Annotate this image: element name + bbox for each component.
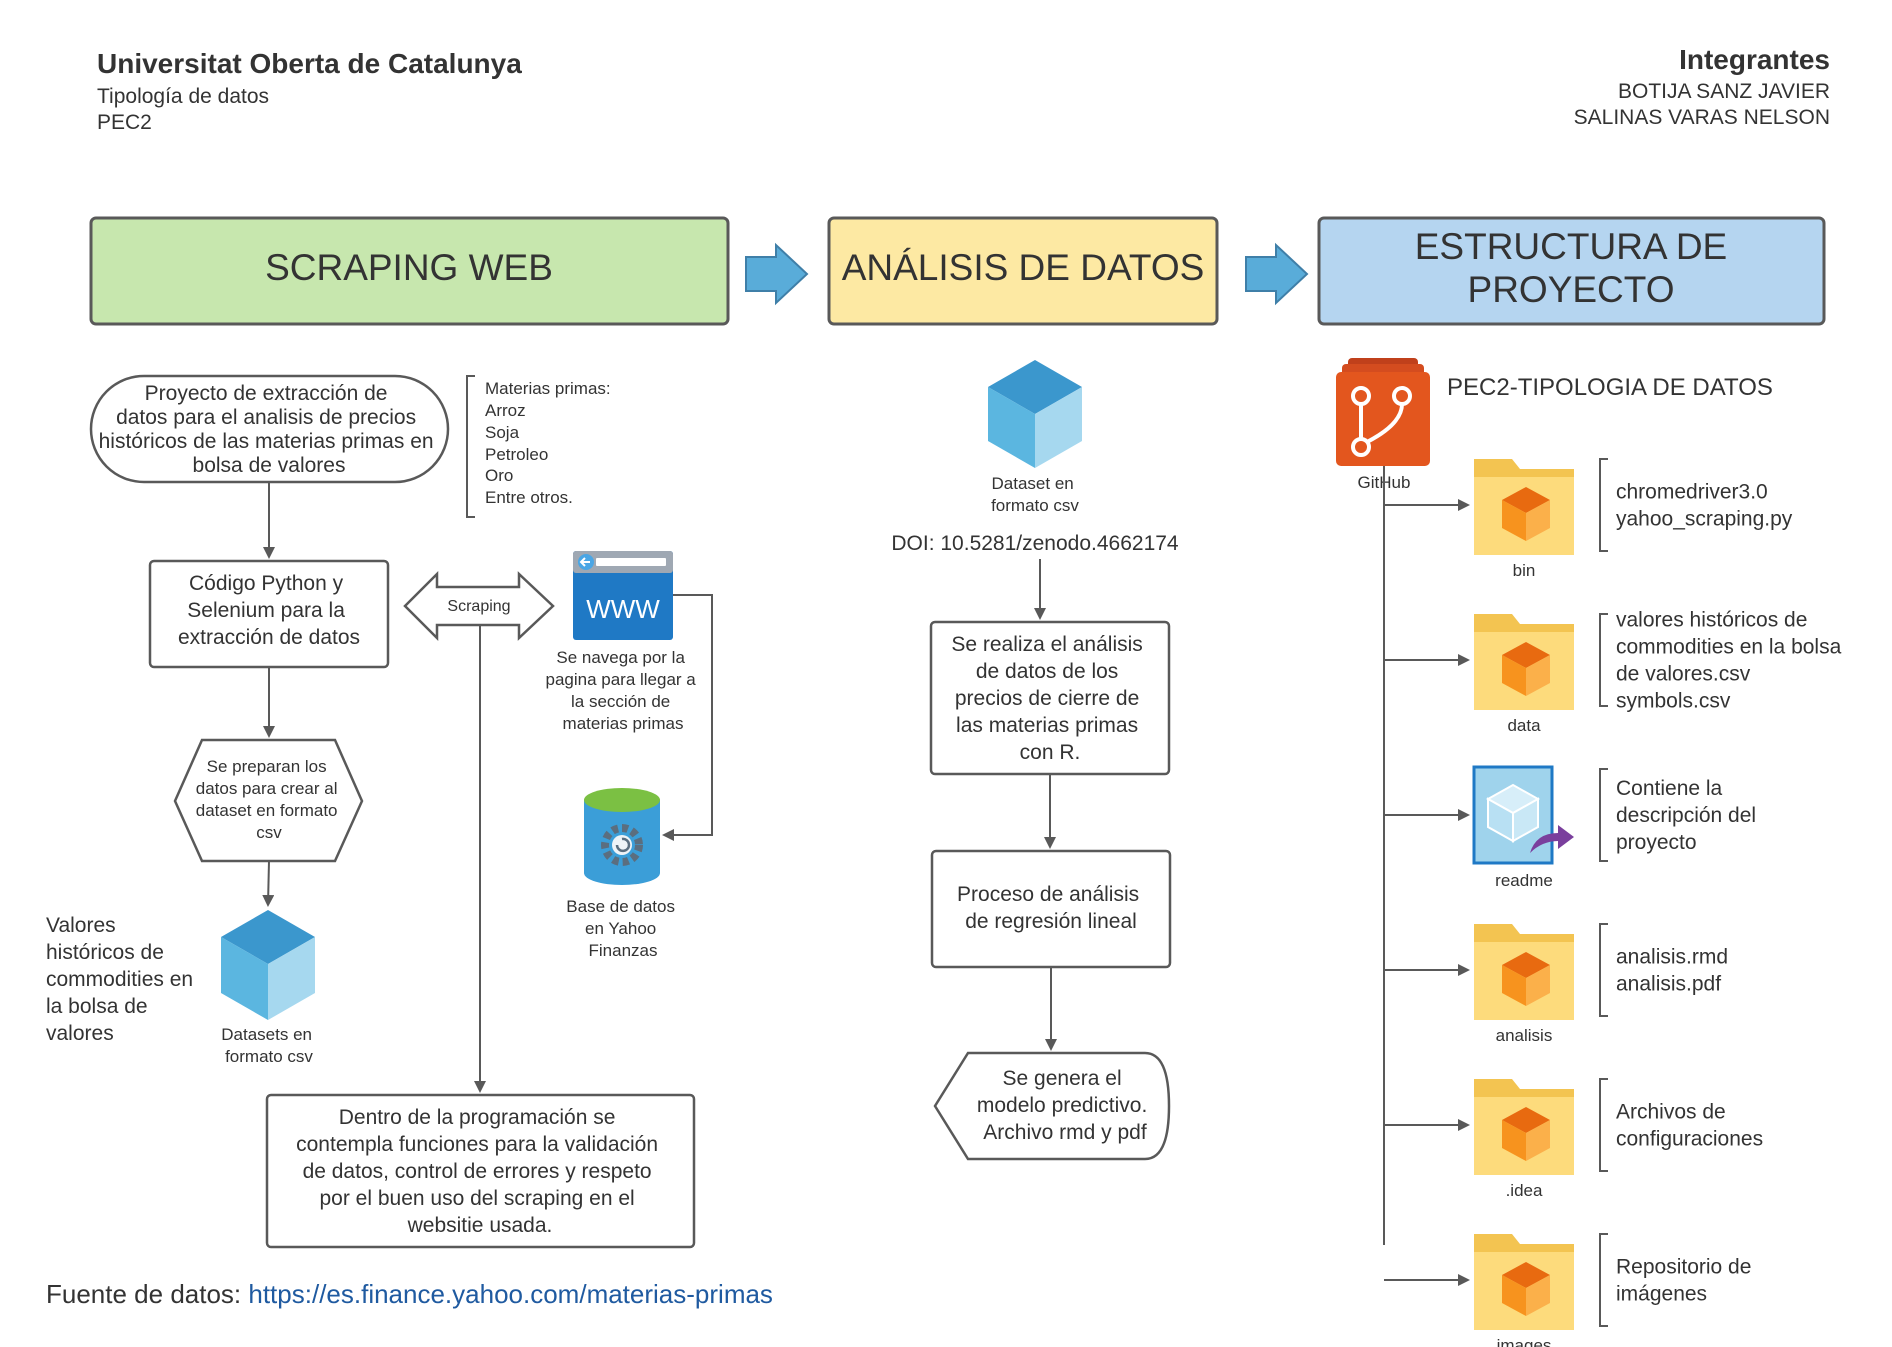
folder-icon[interactable] [1474, 924, 1574, 1020]
stage-scraping-label: SCRAPING WEB [265, 247, 553, 288]
programacion-node: Dentro de la programación se contempla f… [265, 1093, 696, 1249]
materias-annotation: Materias primas: Arroz Soja Petroleo Oro… [466, 375, 615, 518]
regresion-text: Proceso de análisis de regresión lineal [957, 883, 1145, 933]
fuente-label: Fuente de datos: [46, 1279, 248, 1309]
folder-desc-bracket [1599, 458, 1608, 552]
folder-desc-bracket [1599, 613, 1608, 707]
navega-text: Se navega por la pagina para llegar a la… [545, 648, 700, 733]
flow-arrow-www-to-db [662, 594, 713, 841]
fuente-text: Fuente de datos: https://es.finance.yaho… [46, 1279, 773, 1309]
folder-name: images [1497, 1336, 1552, 1347]
members-title: Integrantes [1679, 44, 1830, 75]
www-icon: WWW [573, 551, 673, 640]
project-description-node: Proyecto de extracción de datos para el … [89, 374, 450, 484]
stage-estructura-label-1: ESTRUCTURA DE [1415, 226, 1727, 267]
folder-icon[interactable] [1474, 1234, 1574, 1330]
materias-list: Materias primas: Arroz Soja Petroleo Oro… [485, 379, 615, 507]
analisis-dataset-cube-icon [988, 360, 1082, 468]
folder-name: bin [1513, 561, 1536, 580]
prepare-dataset-node: Se preparan los datos para crear al data… [173, 738, 364, 863]
folder-desc-bracket [1599, 1078, 1608, 1172]
stage-analisis-label: ANÁLISIS DE DATOS [842, 247, 1205, 288]
datasets-cube-icon [221, 910, 315, 1020]
folder-icon[interactable] [1474, 459, 1574, 555]
valores-historicos-text: Valores históricos de commodities en la … [46, 914, 199, 1045]
folder-icon[interactable] [1474, 614, 1574, 710]
scraping-double-arrow: Scraping [403, 570, 555, 642]
header-right: Integrantes BOTIJA SANZ JAVIER SALINAS V… [1574, 44, 1830, 129]
regresion-node: Proceso de análisis de regresión lineal [930, 849, 1172, 969]
flow-arrow-prepare-to-datasets [262, 860, 275, 907]
scraping-label: Scraping [447, 598, 510, 615]
folder-desc-bracket [1599, 768, 1608, 862]
folder-name: data [1507, 716, 1541, 735]
base-datos-text: Base de datos en Yahoo Finanzas [566, 897, 679, 960]
folder-icon[interactable] [1474, 1079, 1574, 1175]
folder-desc-bracket [1599, 923, 1608, 1017]
datasets-label: Datasets en formato csv [221, 1025, 316, 1066]
subject-label: Tipología de datos [97, 85, 269, 108]
github-icon [1336, 358, 1430, 466]
fuente-url-link[interactable]: https://es.finance.yahoo.com/materias-pr… [248, 1279, 773, 1309]
stage-arrow-2 [1245, 242, 1309, 306]
readme-file-icon[interactable] [1472, 765, 1574, 865]
database-icon [584, 788, 660, 885]
header-left: Universitat Oberta de Catalunya Tipologí… [97, 48, 522, 134]
realiza-analisis-text: Se realiza el análisis de datos de los p… [951, 633, 1148, 764]
prepare-dataset-text: Se preparan los datos para crear al data… [196, 757, 343, 842]
member-1: BOTIJA SANZ JAVIER [1618, 80, 1830, 103]
repo-title: PEC2-TIPOLOGIA DE DATOS [1447, 374, 1773, 401]
folder-name: .idea [1506, 1181, 1543, 1200]
stage-arrow-1 [745, 242, 809, 306]
doi-text: DOI: 10.5281/zenodo.4662174 [891, 532, 1179, 555]
programacion-text: Dentro de la programación se contempla f… [296, 1106, 664, 1237]
www-label: WWW [586, 594, 660, 624]
project-description-text: Proyecto de extracción de datos para el … [99, 382, 440, 477]
python-code-node: Código Python y Selenium para la extracc… [148, 559, 390, 669]
stage-estructura-label-2: PROYECTO [1468, 269, 1675, 310]
realiza-analisis-node: Se realiza el análisis de datos de los p… [929, 620, 1171, 776]
assignment-label: PEC2 [97, 111, 152, 134]
stage-scraping: SCRAPING WEB [89, 216, 730, 326]
folder-name: readme [1495, 871, 1553, 890]
analisis-dataset-label: Dataset en formato csv [991, 474, 1079, 515]
folder-name: analisis [1496, 1026, 1553, 1045]
genera-modelo-text: Se genera el modelo predictivo. Archivo … [977, 1067, 1153, 1144]
python-code-text: Código Python y Selenium para la extracc… [178, 572, 360, 649]
folder-desc-bracket [1599, 1233, 1608, 1327]
genera-modelo-node: Se genera el modelo predictivo. Archivo … [933, 1051, 1171, 1161]
member-2: SALINAS VARAS NELSON [1574, 106, 1830, 129]
university-title: Universitat Oberta de Catalunya [97, 48, 522, 79]
stage-estructura: ESTRUCTURA DE PROYECTO [1317, 216, 1826, 326]
stage-analisis: ANÁLISIS DE DATOS [827, 216, 1219, 326]
